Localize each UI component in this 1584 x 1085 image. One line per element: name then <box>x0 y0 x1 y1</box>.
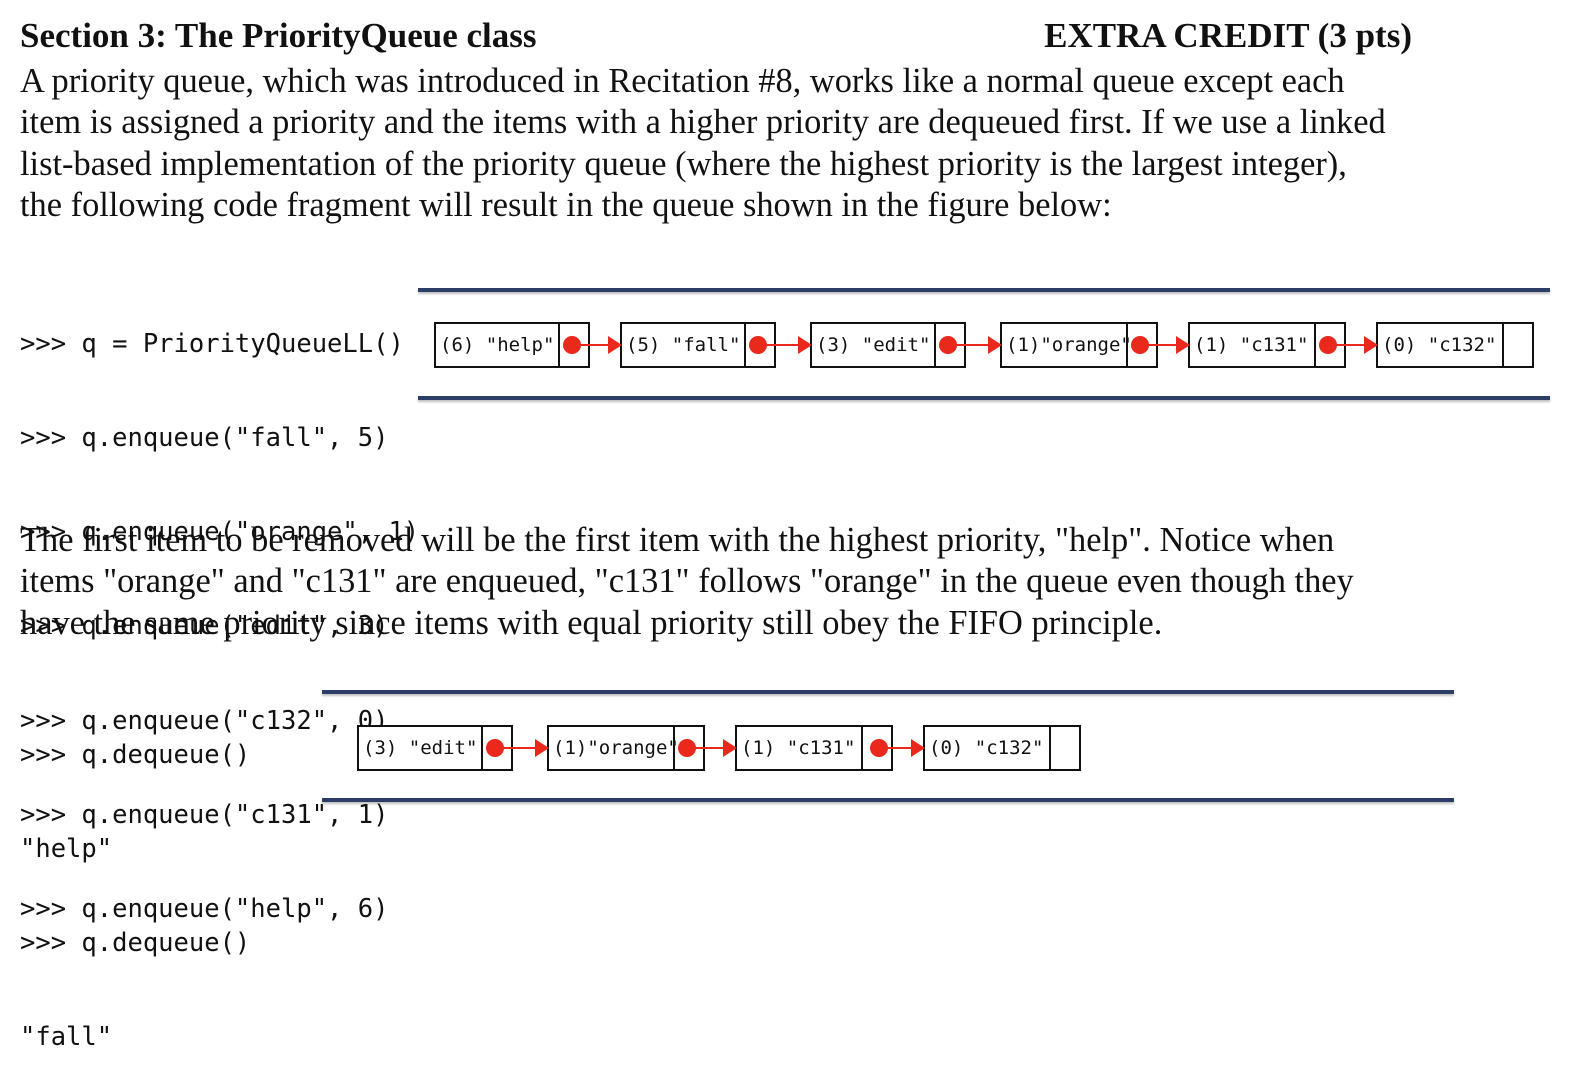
node-pointer-cell <box>1504 324 1532 366</box>
node-data: (1) "c131" <box>1190 324 1316 366</box>
code-line: >>> q.dequeue() <box>20 739 251 770</box>
explanation-line: items "orange" and "c131" are enqueued, … <box>20 562 1354 601</box>
intro-line: list-based implementation of the priorit… <box>20 144 1347 183</box>
code-line: >>> q.enqueue("c132", 0) <box>20 705 389 736</box>
pointer-arrow <box>1140 336 1190 354</box>
pointer-arrow <box>1328 336 1378 354</box>
extra-credit-label: EXTRA CREDIT (3 pts) <box>1044 16 1412 55</box>
intro-line: the following code fragment will result … <box>20 185 1112 224</box>
node-data: (0) "c132" <box>1378 324 1504 366</box>
section-title: Section 3: The PriorityQueue class <box>20 16 537 55</box>
section-heading: Section 3: The PriorityQueue class EXTRA… <box>20 14 1412 58</box>
node-data: (1) "c131" <box>737 727 863 769</box>
pointer-arrow <box>495 739 549 757</box>
code-line: >>> q.enqueue("orange", 1) <box>20 517 420 548</box>
code-line: >>> q.enqueue("fall", 5) <box>20 423 389 454</box>
intro-line: A priority queue, which was introduced i… <box>20 62 1345 100</box>
pointer-arrow <box>879 739 925 757</box>
node-data: (3) "edit" <box>812 324 936 366</box>
intro-paragraph: A priority queue, which was introduced i… <box>20 61 1412 226</box>
node-data: (1)"orange" <box>549 727 679 769</box>
queue-node-tail: (0) "c132" <box>1376 322 1534 368</box>
code-line: >>> q.dequeue() <box>20 928 251 959</box>
code-line: "help" <box>20 834 113 865</box>
queue-node-tail: (0) "c132" <box>923 725 1081 771</box>
node-data: (3) "edit" <box>359 727 483 769</box>
code-line: >>> q = PriorityQueueLL() <box>20 328 404 359</box>
explanation-line: have the same priority since items with … <box>20 603 1163 642</box>
pointer-arrow <box>572 336 622 354</box>
queue-rail-top <box>418 288 1550 292</box>
queue-rail-bottom <box>418 396 1550 400</box>
pointer-arrow <box>948 336 1002 354</box>
code-line: >>> q.enqueue("edit", 3) <box>20 611 389 642</box>
queue-rail-bottom <box>322 798 1454 802</box>
queue-node: (6) "help" <box>434 322 590 368</box>
dequeue-code-block: >>> q.dequeue() "help" >>> q.dequeue() "… <box>20 677 250 1085</box>
code-line: "fall" <box>20 1022 113 1053</box>
node-data: (0) "c132" <box>925 727 1051 769</box>
code-line: >>> q.enqueue("c131", 1) <box>20 799 389 830</box>
node-data: (1)"orange" <box>1002 324 1132 366</box>
explanation-paragraph: The first item to be removed will be the… <box>20 520 1412 644</box>
node-data: (6) "help" <box>436 324 560 366</box>
pointer-arrow <box>758 336 812 354</box>
explanation-line: The first item to be removed will be the… <box>20 521 1335 559</box>
pointer-arrow <box>687 739 737 757</box>
node-data: (5) "fall" <box>622 324 746 366</box>
node-pointer-cell <box>1051 727 1079 769</box>
intro-line: item is assigned a priority and the item… <box>20 103 1386 142</box>
queue-rail-top <box>322 690 1454 694</box>
